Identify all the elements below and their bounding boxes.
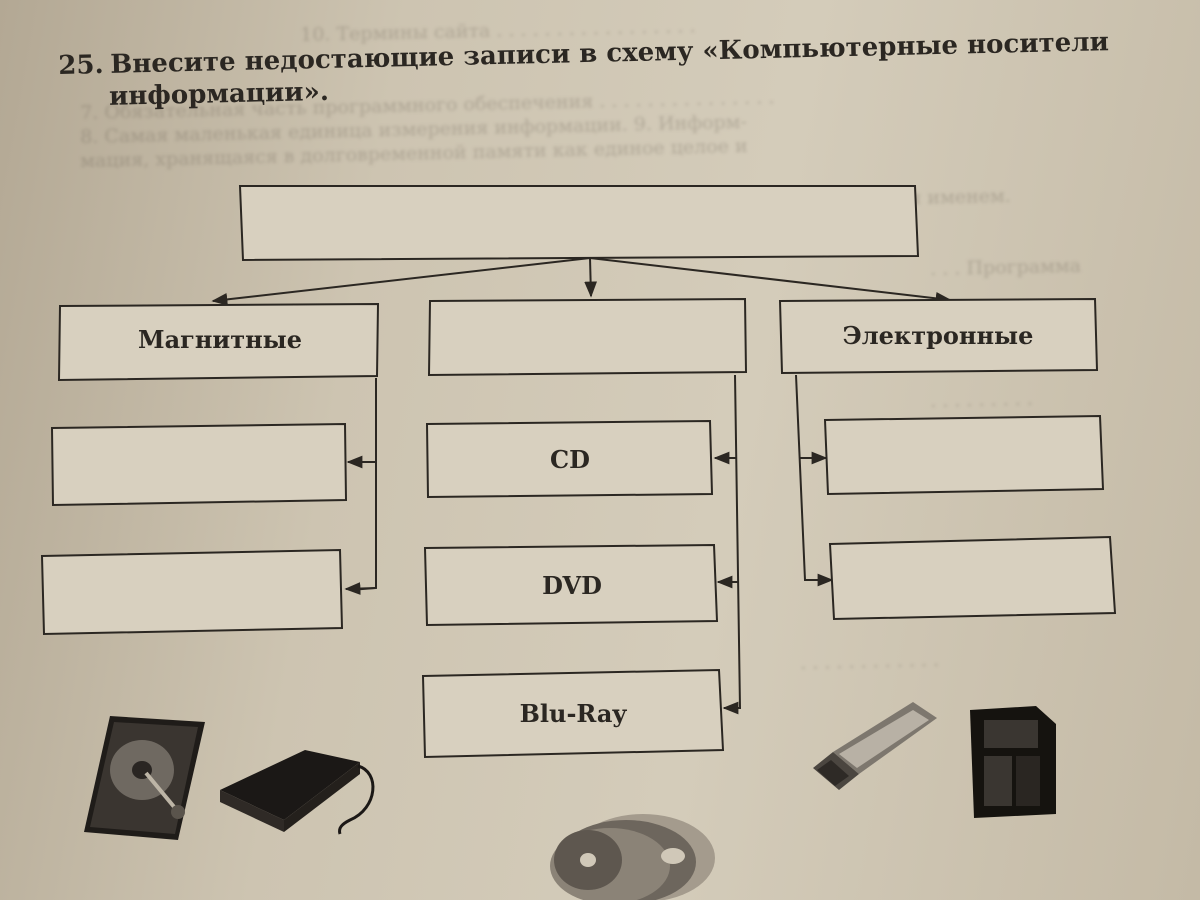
connector-root-magnetic — [211, 257, 591, 306]
optical-item-box-2[interactable] — [423, 543, 719, 627]
electronic-item-box-2[interactable] — [828, 535, 1117, 621]
optical-item-box-1[interactable] — [425, 419, 714, 499]
connector-optical-spine — [725, 374, 742, 709]
category-box-optical[interactable] — [427, 297, 748, 377]
usb-flash-drive-image — [813, 702, 937, 790]
discs-image — [550, 814, 715, 900]
root-box[interactable] — [238, 185, 920, 262]
optical-item-label-dvd: DVD — [542, 571, 602, 600]
category-label-magnetic: Магнитные — [138, 325, 302, 354]
category-box-electronic[interactable] — [778, 297, 1099, 375]
connector-root-optical — [584, 257, 598, 298]
magnetic-item-box-2[interactable] — [40, 548, 344, 636]
connector-root-electronic — [589, 257, 952, 305]
connector-magnetic-item-2 — [344, 582, 377, 595]
category-box-magnetic[interactable] — [57, 302, 380, 382]
optical-item-label-bluray: Blu-Ray — [520, 699, 628, 728]
connector-magnetic-spine — [349, 378, 377, 591]
optical-item-label-cd: CD — [550, 445, 590, 474]
sd-card-image — [970, 706, 1056, 818]
hard-drive-image — [84, 716, 205, 840]
magnetic-item-box-1[interactable] — [50, 422, 348, 507]
optical-item-box-3[interactable] — [421, 668, 725, 759]
category-label-electronic: Электронные — [843, 321, 1034, 350]
external-drive-image — [220, 750, 375, 835]
connector-electronic-spine — [795, 374, 830, 581]
electronic-item-box-1[interactable] — [823, 414, 1105, 496]
